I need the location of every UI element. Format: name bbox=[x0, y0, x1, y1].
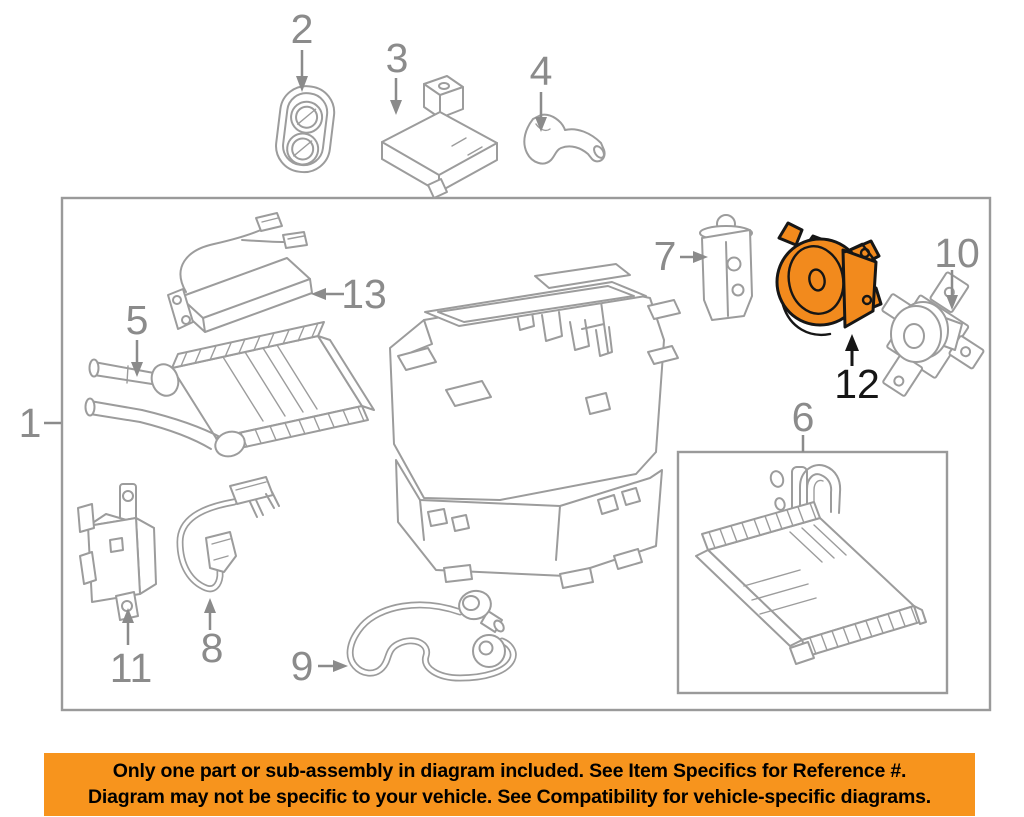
part-10-arrow bbox=[946, 270, 958, 310]
part-9-label: 9 bbox=[291, 643, 314, 689]
part-5-arrow bbox=[131, 340, 143, 377]
part-10-drawing bbox=[881, 271, 985, 397]
part-3-drawing bbox=[381, 75, 498, 199]
part-2-arrow bbox=[296, 50, 308, 92]
part-8-arrow bbox=[204, 598, 216, 630]
part-3-label: 3 bbox=[386, 35, 409, 81]
part-10-label: 10 bbox=[934, 230, 980, 276]
part-8-label: 8 bbox=[201, 625, 224, 671]
hvac-case-drawing bbox=[389, 263, 681, 589]
part-13-drawing bbox=[167, 212, 313, 333]
part-13-arrow bbox=[311, 288, 344, 300]
part-7-label: 7 bbox=[654, 233, 677, 279]
part-4-drawing bbox=[523, 113, 606, 165]
part-12-arrow bbox=[845, 334, 859, 366]
part-11-drawing bbox=[77, 483, 157, 621]
parts-diagram: 1 2 3 4 5 6 7 8 9 10 11 12 13 bbox=[19, 6, 992, 712]
part-1-box bbox=[60, 196, 992, 712]
part-5-drawing bbox=[84, 321, 375, 458]
part-6-drawing bbox=[695, 464, 927, 665]
part-11-arrow bbox=[122, 608, 134, 645]
part-7-arrow bbox=[680, 251, 708, 263]
part-12-label: 12 bbox=[834, 361, 880, 407]
disclaimer-banner: Only one part or sub-assembly in diagram… bbox=[44, 753, 975, 816]
part-11-label: 11 bbox=[110, 645, 153, 691]
part-4-arrow bbox=[535, 92, 547, 132]
disclaimer-line-2: Diagram may not be specific to your vehi… bbox=[88, 786, 931, 808]
part-6-box bbox=[676, 450, 949, 695]
part-1-label: 1 bbox=[19, 400, 42, 446]
part-8-drawing bbox=[176, 476, 280, 593]
part-3-arrow bbox=[390, 78, 402, 115]
part-9-drawing bbox=[346, 589, 517, 682]
part-12-drawing bbox=[775, 221, 883, 337]
part-2-drawing bbox=[275, 85, 336, 174]
disclaimer-line-1: Only one part or sub-assembly in diagram… bbox=[112, 760, 907, 782]
part-9-arrow bbox=[318, 660, 348, 672]
part-6-label: 6 bbox=[792, 394, 815, 440]
part-5-label: 5 bbox=[126, 297, 149, 343]
part-13-label: 13 bbox=[341, 271, 387, 317]
part-2-label: 2 bbox=[291, 6, 314, 52]
part-7-drawing bbox=[699, 214, 753, 321]
part-4-label: 4 bbox=[530, 48, 553, 94]
